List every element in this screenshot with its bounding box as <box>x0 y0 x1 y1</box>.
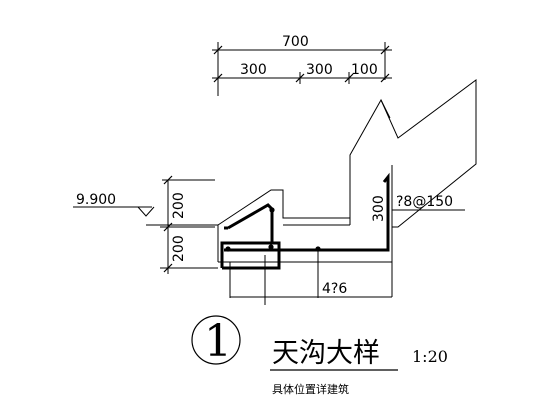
elevation-label: 9.900 <box>76 192 116 208</box>
longitudinal-rebar-label: 4?6 <box>322 281 347 297</box>
stirrup-label: ?8@150 <box>396 194 453 210</box>
dim-seg-3: 100 <box>351 62 378 78</box>
dim-height-lower: 200 <box>171 235 187 262</box>
dim-wall-height: 300 <box>371 195 387 222</box>
elevation-marker <box>73 206 218 226</box>
detail-number: 1 <box>204 316 232 367</box>
top-dimension-chain <box>212 42 392 96</box>
roof-slab-outline <box>349 79 477 228</box>
dim-total-width: 700 <box>282 34 309 50</box>
detail-note: 具体位置详建筑 <box>272 382 349 396</box>
left-dimension-chain <box>160 175 218 274</box>
dim-seg-2: 300 <box>306 62 333 78</box>
dim-height-upper: 200 <box>171 192 187 219</box>
detail-scale: 1:20 <box>412 347 448 366</box>
rebar-dot <box>268 244 274 250</box>
detail-number-badge <box>191 315 241 365</box>
bottom-leaders <box>229 249 393 305</box>
rebar-dot <box>269 207 275 213</box>
detail-title: 天沟大样 <box>272 338 380 369</box>
rebar-dot <box>225 246 231 252</box>
rebar-cage <box>220 172 390 270</box>
gutter-outline <box>217 189 393 263</box>
dim-seg-1: 300 <box>240 62 267 78</box>
